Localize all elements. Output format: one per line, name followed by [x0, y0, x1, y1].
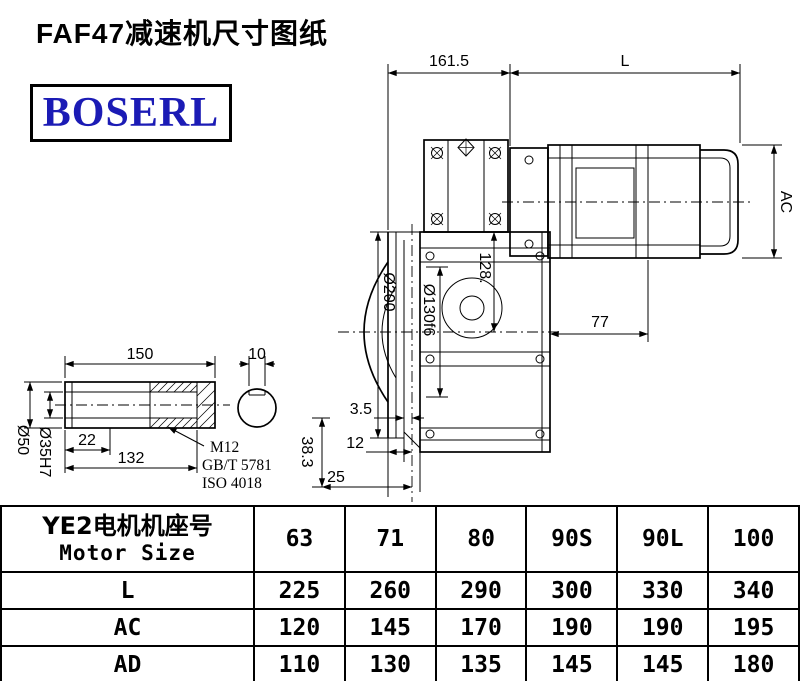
dim-shaft-length-150: 150 [127, 346, 154, 363]
dim-38-3: 38.3 [298, 436, 315, 467]
row-label-l: L [0, 571, 255, 610]
size-col-90s: 90S [525, 505, 619, 573]
dim-22: 22 [78, 432, 96, 449]
note-standard-gbt5781: GB/T 5781 [202, 457, 272, 474]
dim-motor-length-L: L [621, 53, 630, 70]
size-col-71: 71 [343, 505, 437, 573]
dim-flange-diameter-200: Ø200 [380, 272, 397, 311]
value-ac-71: 145 [343, 608, 437, 647]
page-title: FAF47减速机尺寸图纸 [36, 18, 329, 49]
vent-plug-icon [457, 138, 475, 157]
bolt-icons [430, 146, 502, 226]
dim-132: 132 [118, 450, 145, 467]
table-row-ac: AC 120 145 170 190 190 195 [0, 608, 800, 647]
value-ac-100: 195 [707, 608, 800, 647]
value-l-90l: 330 [616, 571, 710, 610]
table-row-ad: AD 110 130 135 145 145 180 [0, 645, 800, 681]
motor-size-label-en: Motor Size [59, 541, 196, 566]
dim-spigot-diameter-130: Ø130f6 [420, 284, 437, 337]
dim-step-12: 12 [346, 435, 364, 452]
value-ad-80: 135 [434, 645, 528, 681]
size-col-80: 80 [434, 505, 528, 573]
value-l-63: 225 [253, 571, 346, 610]
dim-motor-height-AC: AC [777, 191, 794, 213]
value-l-90s: 300 [525, 571, 619, 610]
row-label-ad: AD [0, 645, 255, 681]
value-ad-71: 130 [343, 645, 437, 681]
value-ac-90l: 190 [616, 608, 710, 647]
table-header-row: YE2电机机座号 Motor Size 63 71 80 90S 90L 100 [0, 505, 800, 573]
size-col-100: 100 [707, 505, 800, 573]
value-ad-63: 110 [253, 645, 346, 681]
dimension-lines [24, 64, 782, 497]
value-ac-90s: 190 [525, 608, 619, 647]
value-l-71: 260 [343, 571, 437, 610]
dim-width-161-5: 161.5 [429, 53, 469, 70]
motor-size-label-cn: YE2电机机座号 [42, 512, 213, 541]
boserl-logo-text: BOSERL [42, 90, 220, 136]
value-l-100: 340 [707, 571, 800, 610]
technical-drawing: 161.5 L AC Ø200 Ø130f6 128. 77 3.5 12 25… [14, 53, 794, 502]
key-section-detail [237, 388, 277, 428]
size-col-63: 63 [253, 505, 346, 573]
value-ac-63: 120 [253, 608, 346, 647]
size-col-90l: 90L [616, 505, 710, 573]
dim-shaft-od-50: Ø50 [14, 425, 31, 455]
value-ad-90s: 145 [525, 645, 619, 681]
dim-depth-25: 25 [327, 469, 345, 486]
motor-outline [509, 144, 739, 259]
dim-bore-35h7: Ø35H7 [36, 427, 53, 478]
dim-key-width-10: 10 [248, 346, 266, 363]
dim-offset-77: 77 [591, 314, 609, 331]
value-l-80: 290 [434, 571, 528, 610]
note-standard-iso4018: ISO 4018 [202, 475, 262, 492]
value-ad-100: 180 [707, 645, 800, 681]
dim-gap-3-5: 3.5 [350, 401, 372, 418]
shaft-detail [64, 381, 216, 429]
table-row-l: L 225 260 290 300 330 340 [0, 571, 800, 610]
dim-height-128: 128. [476, 252, 493, 283]
header-motor-size-cell: YE2电机机座号 Motor Size [0, 505, 255, 573]
note-screw-m12: M12 [210, 439, 239, 456]
row-label-ac: AC [0, 608, 255, 647]
value-ad-90l: 145 [616, 645, 710, 681]
value-ac-80: 170 [434, 608, 528, 647]
boserl-logo: BOSERL [30, 84, 232, 142]
motor-size-table: YE2电机机座号 Motor Size 63 71 80 90S 90L 100… [0, 505, 800, 681]
